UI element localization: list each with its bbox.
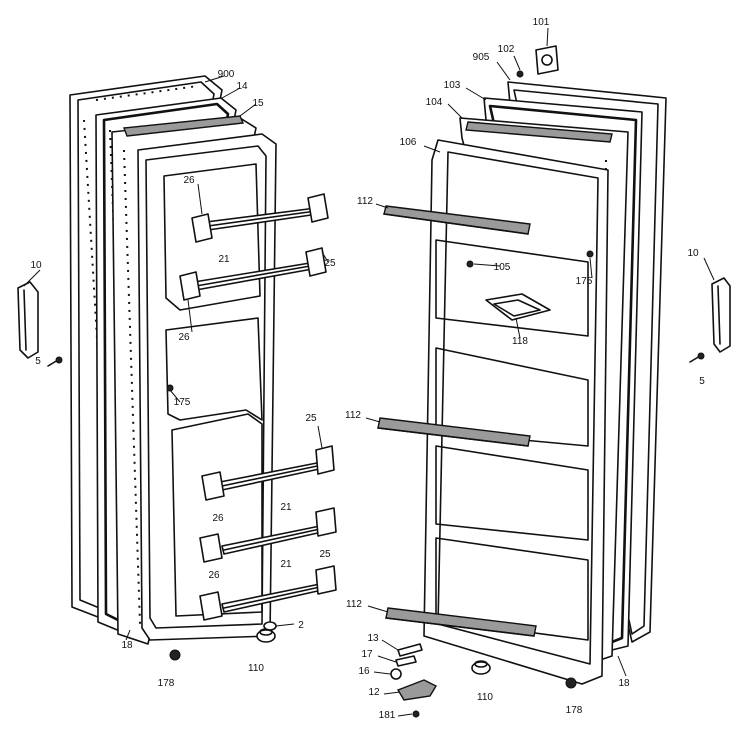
callout-l5a: 5 <box>35 356 41 367</box>
hinge-parts-group <box>390 643 437 718</box>
right-screw <box>689 352 705 363</box>
left-door-assembly <box>17 75 337 661</box>
right-dairy-cover-118 <box>485 293 551 321</box>
left-plug-175 <box>166 384 174 392</box>
right-shelf-rail-1 <box>383 205 531 235</box>
right-shelf-rail-3 <box>385 607 537 637</box>
left-hinge-pin-110 <box>256 628 276 643</box>
callout-l25b: 25 <box>305 413 317 424</box>
left-handle <box>17 281 39 359</box>
callout-l175a: 175 <box>174 397 191 408</box>
right-inner-door-liner <box>423 139 609 685</box>
callout-l18a: 18 <box>121 640 133 651</box>
callout-l110a: 110 <box>248 663 264 674</box>
left-bushing-178 <box>169 649 181 661</box>
right-door-assembly <box>377 45 731 718</box>
left-shelf-rail-1 <box>191 193 329 243</box>
callout-l178b: 178 <box>566 705 583 716</box>
callout-l112a: 112 <box>357 196 373 207</box>
callout-l10b: 10 <box>687 248 699 259</box>
right-plug-175 <box>586 250 594 258</box>
callout-l175b: 175 <box>576 276 593 287</box>
right-handle <box>711 277 731 353</box>
callout-l900: 900 <box>218 69 235 80</box>
callout-l905: 905 <box>473 52 490 63</box>
callout-l16: 16 <box>358 666 370 677</box>
left-shelf-rail-4 <box>199 507 337 563</box>
left-shelf-rail-3 <box>201 445 335 501</box>
callout-l26c: 26 <box>212 513 224 524</box>
callout-l21c: 21 <box>280 559 292 570</box>
left-stop-2 <box>263 621 277 631</box>
callout-l26b: 26 <box>178 332 190 343</box>
callout-l102: 102 <box>498 44 515 55</box>
left-shelf-rail-2 <box>179 247 327 301</box>
right-shelf-rail-2 <box>377 417 531 447</box>
callout-l103: 103 <box>444 80 461 91</box>
callout-l178a: 178 <box>158 678 175 689</box>
right-thermostat-101 <box>535 45 559 75</box>
left-inner-door-liner <box>137 133 277 641</box>
callout-l112c: 112 <box>346 599 362 610</box>
callout-l17: 17 <box>361 649 373 660</box>
callout-l104: 104 <box>426 97 443 108</box>
left-shelf-rail-5 <box>199 565 337 621</box>
right-knob-102 <box>516 70 524 78</box>
callout-l21a: 21 <box>218 254 230 265</box>
callout-l5b: 5 <box>699 376 705 387</box>
callout-l13: 13 <box>367 633 379 644</box>
callout-l25a: 25 <box>324 258 336 269</box>
callout-l105: 105 <box>494 262 511 273</box>
callout-l25c: 25 <box>319 549 331 560</box>
right-plug-105 <box>466 260 474 268</box>
callout-l10a: 10 <box>30 260 42 271</box>
callout-l21b: 21 <box>280 502 292 513</box>
callout-l181: 181 <box>379 710 396 721</box>
callout-l14: 14 <box>236 81 248 92</box>
callout-l26a: 26 <box>183 175 195 186</box>
left-screw <box>47 356 63 367</box>
callout-l15: 15 <box>252 98 264 109</box>
callout-l112b: 112 <box>345 410 361 421</box>
callout-l2: 2 <box>298 620 304 631</box>
callout-l101: 101 <box>533 17 550 28</box>
callout-l118: 118 <box>512 336 528 347</box>
right-bushing-178 <box>565 677 577 689</box>
right-hinge-pin-110 <box>471 660 491 675</box>
callout-l106: 106 <box>400 137 417 148</box>
leader-lines <box>23 27 715 717</box>
callout-l110b: 110 <box>477 692 493 703</box>
callout-l26d: 26 <box>208 570 220 581</box>
callout-l12: 12 <box>368 687 380 698</box>
callout-labels: 9001415262521261051752521262526212181781… <box>30 17 705 721</box>
callout-l18b: 18 <box>618 678 630 689</box>
